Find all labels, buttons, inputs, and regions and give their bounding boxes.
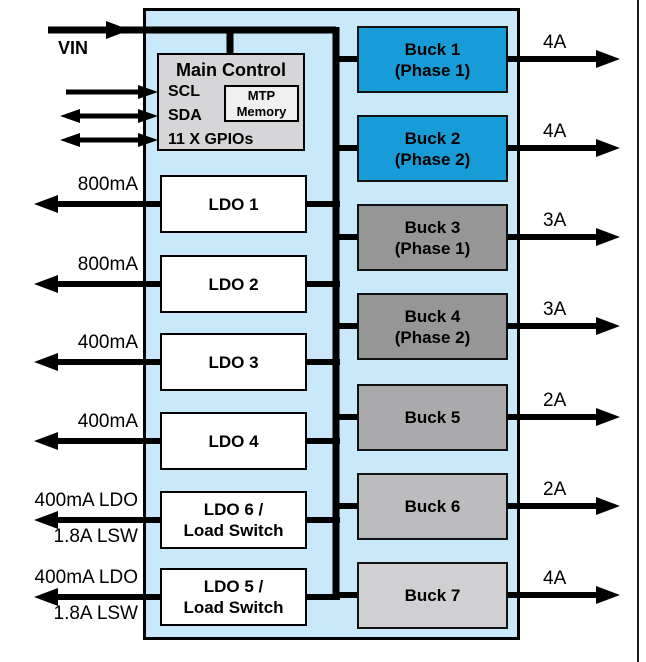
arrow-right-icon [138, 133, 158, 147]
buck-4-output-label: 3A [543, 299, 567, 320]
buck-5-output-label: 2A [543, 390, 567, 411]
mtp-memory-label-line2: Memory [236, 103, 287, 119]
sda-arrow [60, 109, 158, 123]
buck-6-output-label: 2A [543, 479, 567, 500]
scl-label: SCL [168, 83, 200, 100]
buck-3-sublabel: (Phase 1) [394, 238, 471, 258]
ldo3-output-arrow [34, 353, 340, 371]
buck-3-label: Buck 3 [404, 217, 461, 237]
ldo2-output-arrow [34, 275, 340, 293]
ldo-1-block: LDO 1 [160, 175, 307, 233]
gpio-label: 11 X GPIOs [168, 131, 254, 148]
page-edge-line [637, 0, 639, 662]
buck-3-block: Buck 3 (Phase 1) [357, 204, 508, 271]
arrow-right-icon [596, 228, 620, 246]
ldo-5-output-label-2: 1.8A LSW [53, 603, 139, 624]
ldo-4-output-label: 400mA [77, 411, 138, 432]
buck4-wiring [333, 317, 620, 335]
buck-1-output-label: 4A [543, 32, 567, 53]
arrow-right-icon [138, 109, 158, 123]
ldo6-output-arrow [34, 511, 340, 529]
ldo-5-block: LDO 5 / Load Switch [160, 568, 307, 626]
ldo-6-sublabel: Load Switch [183, 521, 284, 540]
ldo-4-block: LDO 4 [160, 412, 307, 470]
ldo-1-label: LDO 1 [208, 194, 259, 214]
main-control-block: Main Control SCL SDA 11 X GPIOs MTP Memo… [157, 53, 305, 151]
buck-6-block: Buck 6 [357, 473, 508, 540]
ldo1-output-arrow [34, 195, 340, 213]
ldo4-output-arrow [34, 432, 340, 450]
ldo-5-output-label: 400mA LDO [34, 567, 139, 588]
arrow-right-icon [596, 317, 620, 335]
arrow-left-icon [34, 432, 58, 450]
buck-4-block: Buck 4 (Phase 2) [357, 293, 508, 360]
buck5-wiring [333, 408, 620, 426]
buck-7-output-label: 4A [543, 568, 567, 589]
ldo-3-output-label: 400mA [77, 332, 138, 353]
buck6-wiring [333, 497, 620, 515]
buck-6-label: Buck 6 [404, 497, 461, 516]
arrow-right-icon [596, 50, 620, 68]
arrow-left-icon [34, 353, 58, 371]
buck-2-label: Buck 2 [404, 128, 461, 148]
buck-1-block: Buck 1 (Phase 1) [357, 26, 508, 93]
buck-7-block: Buck 7 [357, 562, 508, 629]
vin-arrow [48, 21, 336, 39]
arrow-left-icon [34, 511, 58, 529]
mtp-memory-label-line1: MTP [247, 87, 276, 103]
sda-label: SDA [168, 107, 202, 124]
buck7-wiring [333, 586, 620, 604]
ldo-1-output-label: 800mA [77, 174, 138, 195]
ldo-4-label: LDO 4 [208, 431, 259, 451]
buck-2-sublabel: (Phase 2) [394, 149, 471, 169]
arrow-left-icon [34, 195, 58, 213]
vin-label: VIN [58, 38, 89, 58]
buck3-wiring [333, 228, 620, 246]
ldo-2-output-label: 800mA [77, 254, 138, 275]
buck-3-output-label: 3A [543, 210, 567, 231]
buck-4-sublabel: (Phase 2) [394, 327, 471, 347]
mtp-memory-block: MTP Memory [224, 85, 299, 122]
ldo-3-label: LDO 3 [208, 352, 259, 372]
buck2-wiring [333, 139, 620, 157]
buck-2-block: Buck 2 (Phase 2) [357, 115, 508, 182]
buck-4-label: Buck 4 [404, 306, 461, 326]
gpio-arrow [60, 133, 158, 147]
arrow-right-icon [596, 586, 620, 604]
main-control-title: Main Control [176, 60, 286, 80]
buck-5-block: Buck 5 [357, 384, 508, 451]
arrow-left-icon [34, 588, 58, 606]
buck-1-sublabel: (Phase 1) [394, 60, 471, 80]
arrow-left-icon [60, 109, 80, 123]
buck-5-label: Buck 5 [404, 408, 461, 427]
ldo-2-label: LDO 2 [208, 274, 259, 294]
buck-2-output-label: 4A [543, 121, 567, 142]
arrow-right-icon [596, 408, 620, 426]
ldo-5-sublabel: Load Switch [183, 598, 284, 617]
ldo-3-block: LDO 3 [160, 333, 307, 391]
scl-arrow [66, 85, 158, 99]
arrow-right-icon [138, 85, 158, 99]
ldo-6-label: LDO 6 / [203, 500, 264, 519]
arrow-right-icon [596, 139, 620, 157]
ldo-6-block: LDO 6 / Load Switch [160, 491, 307, 549]
ldo-6-output-label: 400mA LDO [34, 490, 139, 511]
arrow-right-icon [106, 21, 130, 39]
arrow-right-icon [596, 497, 620, 515]
ldo-5-label: LDO 5 / [203, 577, 264, 596]
arrow-left-icon [34, 275, 58, 293]
ldo-2-block: LDO 2 [160, 255, 307, 313]
buck-7-label: Buck 7 [404, 586, 461, 605]
arrow-left-icon [60, 133, 80, 147]
buck1-wiring [333, 50, 620, 68]
ldo-6-output-label-2: 1.8A LSW [53, 526, 139, 547]
buck-1-label: Buck 1 [404, 39, 461, 59]
